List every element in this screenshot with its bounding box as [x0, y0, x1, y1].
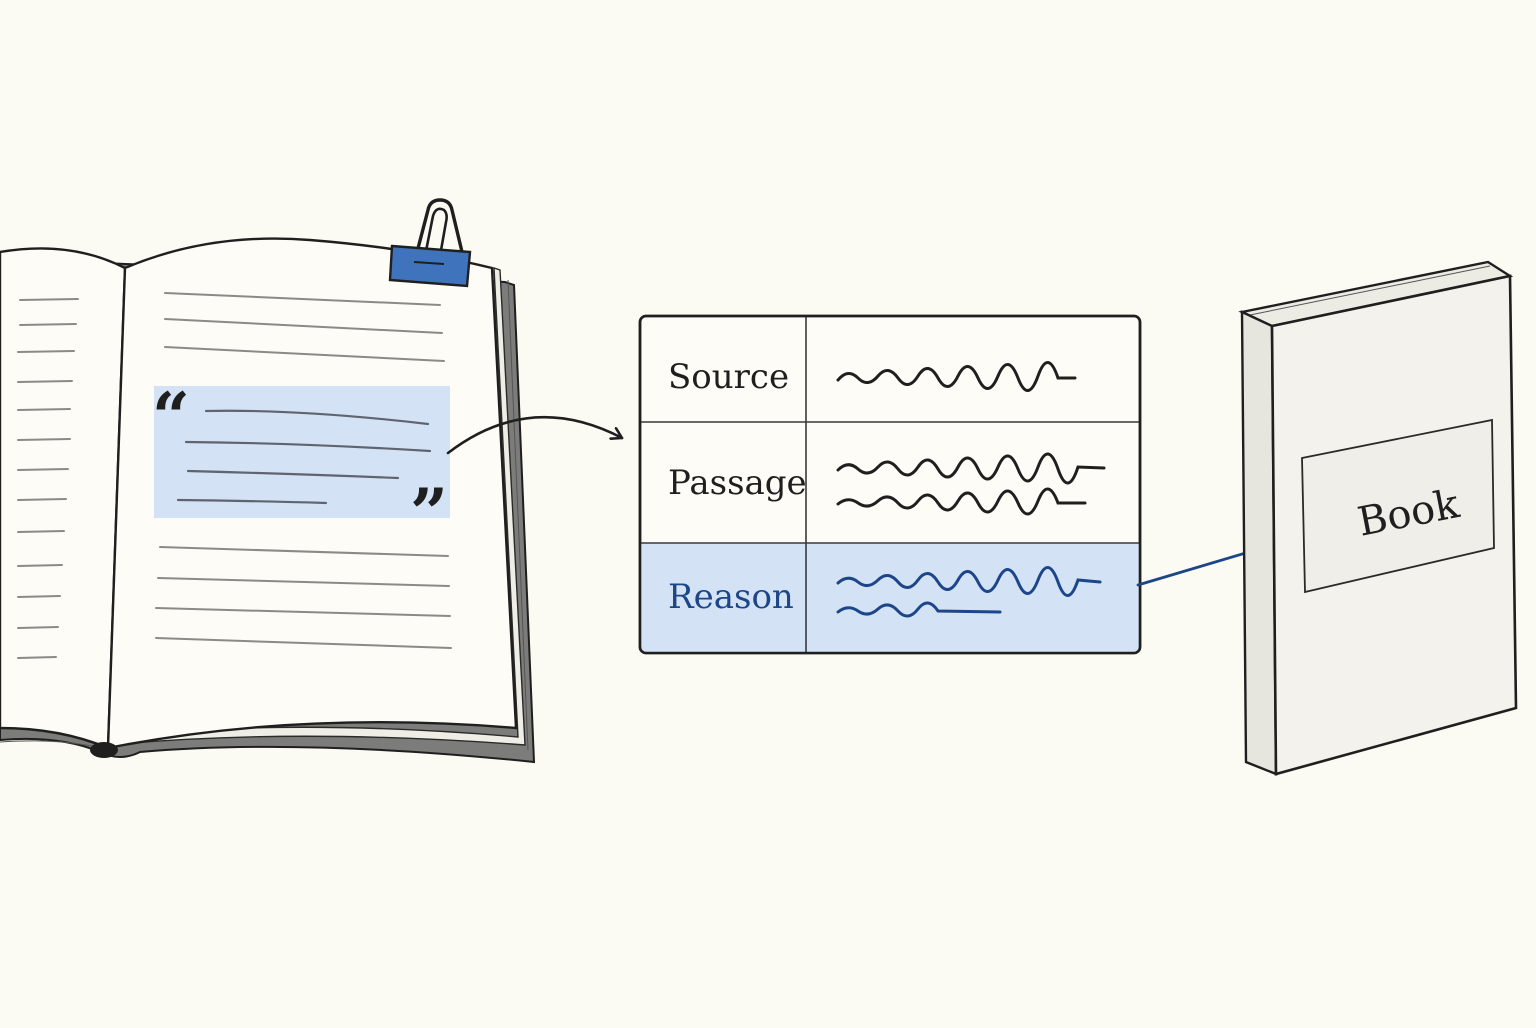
book-spine	[1240, 310, 1278, 776]
left-page-text-lines	[17, 298, 79, 659]
quote-highlight	[154, 386, 450, 518]
closed-book: Book	[1238, 260, 1518, 776]
note-card: Source Passage Reason	[638, 314, 1142, 655]
spine-knob	[90, 742, 118, 758]
quote-open-mark: “	[152, 378, 190, 456]
right-page-text-lines	[155, 292, 452, 649]
row-label-passage: Passage	[668, 463, 807, 503]
quote-close-mark: ”	[410, 474, 448, 552]
quote-lines	[176, 409, 432, 505]
passage-value-scribble	[836, 452, 1106, 516]
book-label-box	[1301, 418, 1495, 594]
reason-row-highlight	[641, 543, 1139, 652]
reason-value-scribble	[836, 566, 1102, 618]
open-book: “ ”	[0, 198, 536, 764]
row-label-source: Source	[668, 357, 789, 397]
binder-clip-icon	[388, 198, 472, 288]
source-value-scribble	[836, 361, 1077, 392]
row-label-reason: Reason	[668, 577, 794, 617]
arrow-book-to-card	[446, 416, 624, 455]
